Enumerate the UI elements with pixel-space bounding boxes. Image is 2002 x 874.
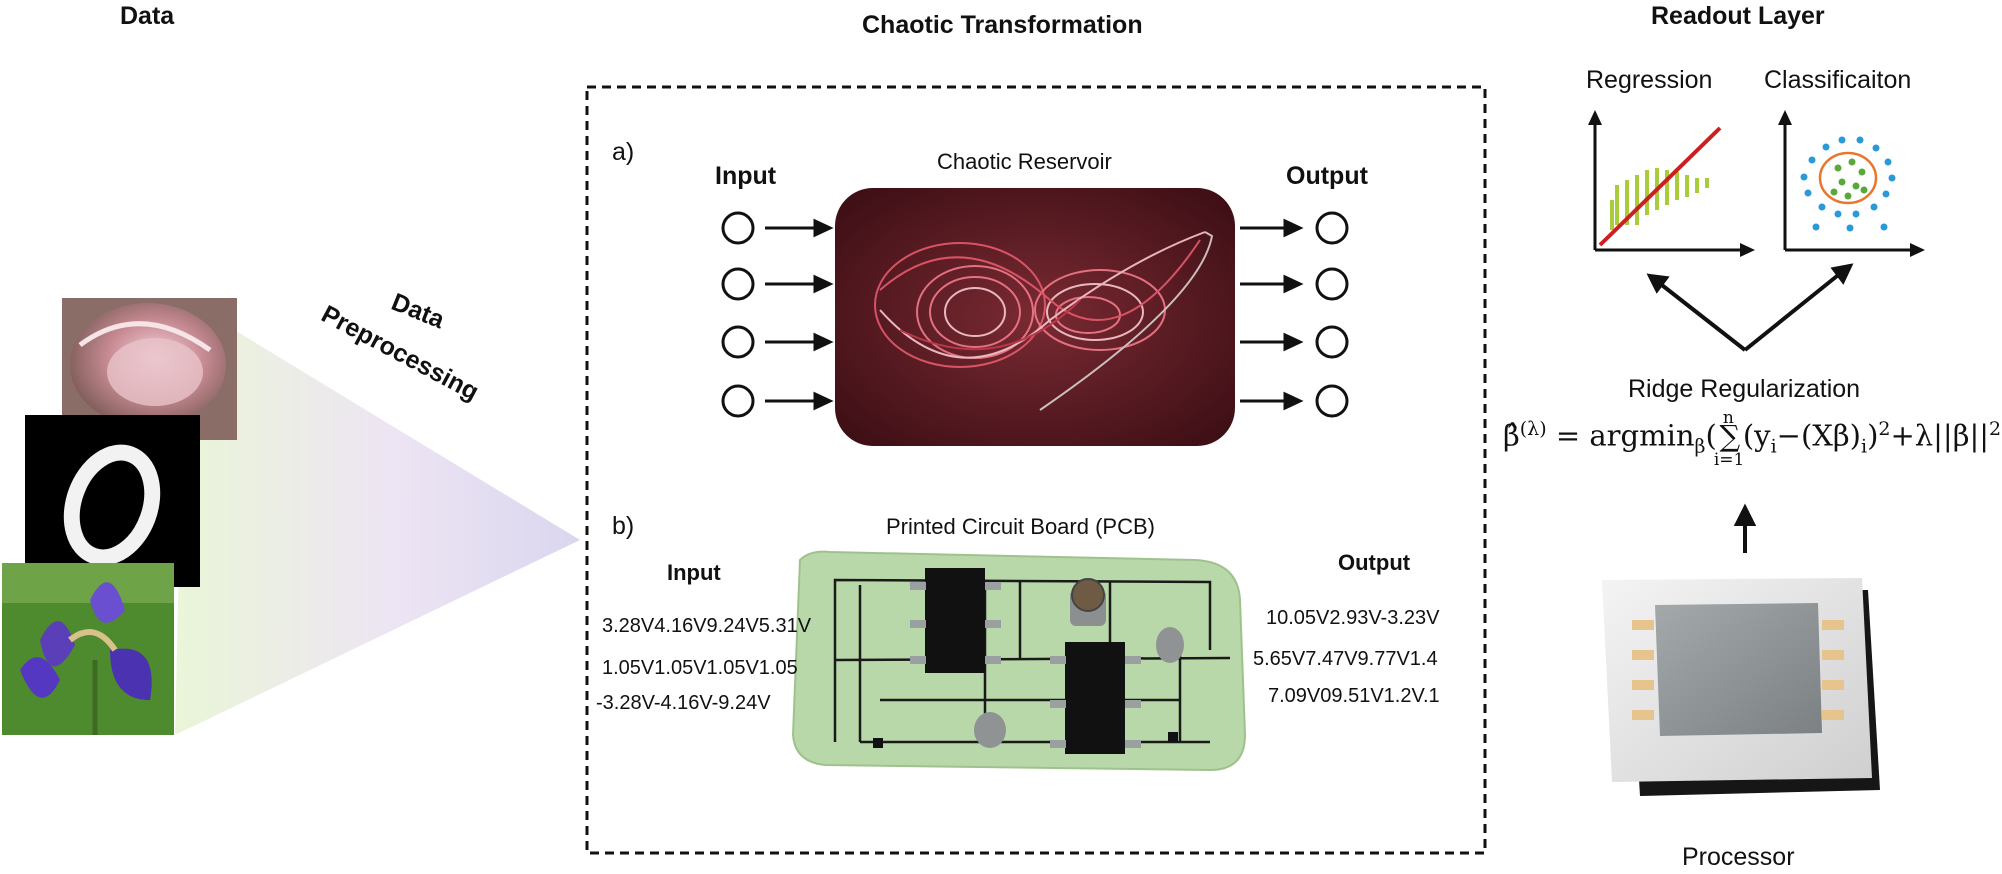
processor-arrow (1733, 503, 1757, 553)
pcb-board (791, 550, 1247, 772)
digit-image (25, 415, 200, 587)
input-voltage-row-3: -3.28V-4.16V-9.24V (596, 692, 771, 714)
processor-chip (1602, 578, 1880, 796)
panel-a-tag: a) (612, 138, 635, 166)
output-arrows (1240, 218, 1304, 411)
ridge-arrows (1646, 263, 1854, 352)
readout-layer-title: Readout Layer (1651, 2, 1825, 30)
ridge-formula: β̂(λ) = argminβ(n∑i=1(yi−(Xβ)i)2+λ||β||2… (1503, 407, 2002, 470)
ridge-regularization-label: Ridge Regularization (1628, 375, 1861, 403)
data-title: Data (120, 2, 175, 30)
regression-plot (1588, 110, 1755, 257)
panel-a-output-label: Output (1286, 162, 1368, 190)
chaotic-transformation-title: Chaotic Transformation (862, 11, 1143, 39)
panel-b-output-label: Output (1338, 550, 1411, 575)
chaotic-reservoir (835, 188, 1235, 446)
preprocessing-cone (175, 300, 580, 735)
input-voltage-row-1: 3.28V4.16V9.24V5.31V (602, 615, 812, 637)
processor-label: Processor (1682, 843, 1795, 871)
output-voltage-row-1: 10.05V2.93V-3.23V (1266, 607, 1440, 629)
regression-label: Regression (1586, 66, 1713, 94)
panel-b-input-label: Input (667, 560, 721, 585)
input-nodes (721, 211, 755, 418)
iris-image (2, 563, 174, 735)
panel-a-input-label: Input (715, 162, 777, 190)
input-voltage-row-2: 1.05V1.05V1.05V1.05 (602, 657, 798, 679)
output-nodes (1315, 211, 1349, 418)
panel-b-tag: b) (612, 512, 635, 540)
transformation-frame (585, 85, 1487, 855)
output-voltage-row-2: 5.65V7.47V9.77V1.4 (1253, 648, 1438, 670)
pcb-label: Printed Circuit Board (PCB) (886, 514, 1155, 539)
classification-plot (1778, 110, 1925, 257)
chaotic-reservoir-label: Chaotic Reservoir (937, 149, 1112, 174)
classification-label: Classificaiton (1764, 66, 1912, 94)
output-voltage-row-3: 7.09V09.51V1.2V.1 (1268, 685, 1440, 707)
input-arrows (765, 218, 834, 411)
